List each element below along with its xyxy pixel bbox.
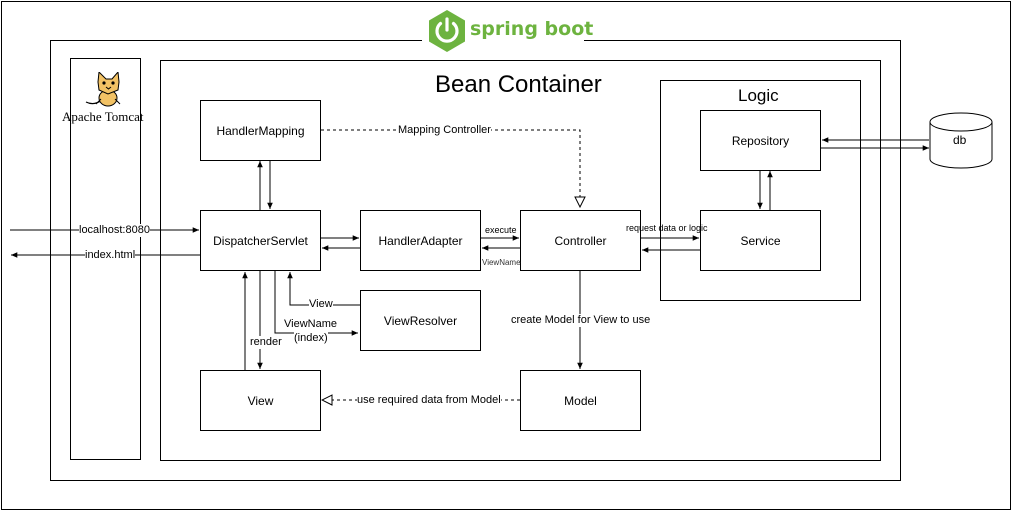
service-node: Service	[700, 210, 821, 271]
label-render: render	[250, 336, 282, 349]
label-viewname-index: (index)	[294, 332, 328, 345]
label-use-model: use required data from Model	[357, 394, 501, 407]
bean-container-title: Bean Container	[435, 71, 602, 98]
label-response: index.html	[85, 249, 136, 262]
spring-power-icon	[429, 10, 465, 52]
label-mapping-controller: Mapping Controller	[398, 124, 491, 137]
label-request: localhost:8080	[79, 224, 150, 237]
view-node: View	[200, 370, 321, 431]
spring-boot-logo: spring boot	[422, 8, 593, 54]
logic-title: Logic	[738, 86, 779, 105]
handler-mapping-node: HandlerMapping	[200, 100, 321, 161]
bean-container-frame	[160, 60, 881, 461]
tomcat-label: Apache Tomcat	[62, 109, 144, 124]
spring-boot-text: spring boot	[470, 18, 594, 40]
logic-frame	[660, 80, 861, 301]
view-resolver-node: ViewResolver	[360, 290, 481, 351]
db-label: db	[953, 133, 967, 147]
dispatcher-servlet-node: DispatcherServlet	[200, 210, 321, 271]
db-cylinder	[929, 112, 993, 169]
label-viewname-return: ViewName	[482, 258, 521, 267]
model-node: Model	[520, 370, 641, 431]
repository-node: Repository	[700, 110, 821, 171]
handler-adapter-node: HandlerAdapter	[360, 210, 481, 271]
controller-node: Controller	[520, 210, 641, 271]
edge-mapping-controller	[321, 129, 580, 207]
label-execute: execute	[485, 225, 517, 235]
label-viewname: ViewName	[284, 318, 337, 331]
label-create-model: create Model for View to use	[511, 314, 651, 327]
tomcat-frame	[70, 58, 141, 460]
tomcat-cat-icon	[85, 72, 121, 107]
edge-view-to-dispatcher	[287, 272, 360, 306]
label-view-return: View	[309, 298, 333, 311]
edge-viewname-to-resolver	[274, 271, 358, 336]
label-request-data: request data or logic	[626, 223, 708, 233]
